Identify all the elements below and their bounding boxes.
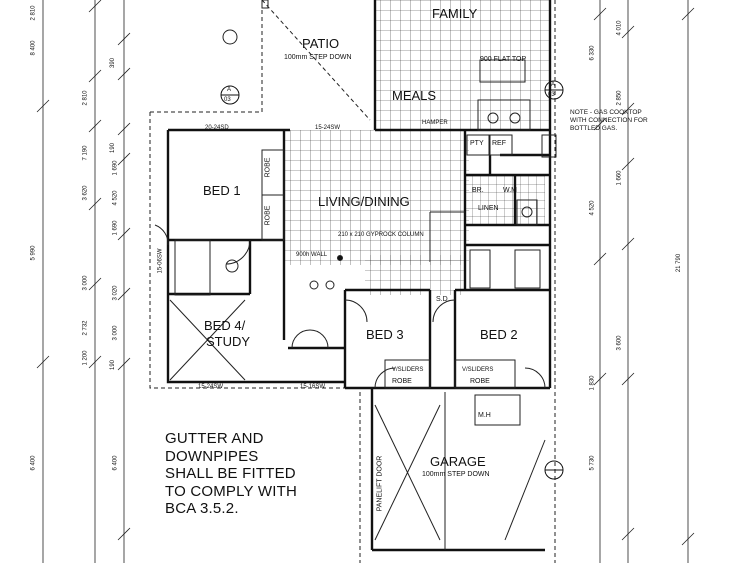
room-label-meals: MEALS [392,88,437,103]
dim-left-a-8: 1 200 [82,350,89,366]
vsliders-bed3-label: V/SLIDERS [392,367,424,373]
dim-left-b-8: 6 400 [112,455,119,471]
dim-left-b-2: 1 690 [112,160,119,176]
dim-right-a-1: 4 010 [616,20,623,36]
dim-right-a-5: 3 600 [616,335,623,351]
dim-left-b-1: 190 [110,142,117,154]
walls [166,0,552,552]
room-label-family: FAMILY [432,6,478,21]
compliance-note-line-5: BCA 3.5.2. [165,500,239,517]
dim-right-a-7: 5 730 [589,455,596,471]
robe-bed3-label: ROBE [392,378,412,385]
dim-right-a-4: 1 660 [616,170,623,186]
dim-right-b-0: 21 790 [676,253,683,273]
right-dimension-lines [593,0,695,563]
sliding-door-label: S.D [436,296,448,303]
cooktop-label: 900 FLAT TOP [480,56,527,63]
dim-left-a-0: 2 810 [30,5,37,21]
eave-dim-bed3: 15-16SW [300,384,326,390]
dim-left-b-3: 4 520 [112,190,119,206]
room-label-living-dining: LIVING/DINING [318,194,410,209]
gyprock-column-label: 210 x 210 GYPROCK COLUMN [338,232,424,238]
dim-right-a-3: 4 520 [589,200,596,216]
pantry-label: PTY [470,140,484,147]
dim-left-b-6: 3 000 [112,325,119,341]
interior-lines [154,0,557,550]
robe-bed1-b-label: ROBE [264,157,272,178]
dim-left-a-3: 7 190 [82,145,89,161]
washing-machine-label: W.M [503,187,517,194]
dim-left-b-7: 190 [110,359,117,371]
compliance-note-line-2: DOWNPIPES [165,447,259,465]
dim-right-a-6: 1 830 [589,375,596,391]
linen-label: LINEN [478,205,499,212]
section-mark-top-letter: A [227,87,232,93]
room-label-study: STUDY [206,334,251,349]
dim-left-b-0: 390 [110,57,117,69]
dim-left-a-4: 3 620 [82,185,89,201]
compliance-note-line-4: TO COMPLY WITH [165,482,297,500]
eave-dim-bed1: 20-24SD [205,125,229,131]
section-mark-right-letter: A [551,82,556,88]
dim-left-b-5: 3 020 [112,285,119,301]
panelift-door-label: PANELIFT DOOR [376,455,384,512]
section-mark-right-sheet: 03 [548,92,555,98]
eave-dim-living: 15-24SW [315,125,341,131]
compliance-note-line-1: GUTTER AND [165,430,264,447]
room-label-bed4: BED 4/ [204,318,246,333]
dim-left-a-7: 3 000 [82,275,89,291]
dim-left-b-4: 1 690 [112,220,119,236]
dim-right-a-0: 6 330 [589,45,596,61]
window-dim-bed1: 15-06SW [157,248,164,274]
room-label-patio: PATIO [302,36,340,51]
robe-bed2-label: ROBE [470,378,490,385]
section-mark-top-sheet: 03 [224,97,231,103]
compliance-note: GUTTER AND DOWNPIPES SHALL BE FITTED TO … [165,430,297,518]
meter-box-label: M.H [478,412,491,419]
dim-right-a-2: 2 850 [616,90,623,106]
room-label-garage: GARAGE [430,454,486,469]
dim-left-a-6: 2 732 [82,320,89,336]
tiled-floors [284,0,550,295]
room-label-bed1: BED 1 [203,183,241,198]
gas-cooktop-note: NOTE - GAS COOKTOP WITH CONNECTION FOR B… [570,109,648,132]
eave-outline [149,0,556,563]
garage-step-note: 100mm STEP DOWN [422,471,490,478]
room-label-bed3: BED 3 [366,327,404,342]
wall-height-label: 900h WALL [296,252,328,258]
robe-bed1-a-label: ROBE [264,205,272,226]
dim-left-a-9: 6 400 [30,455,37,471]
eave-dim-bed4: 15-24SW [198,384,224,390]
hamper-label: HAMPER [422,120,448,126]
dim-left-a-2: 2 810 [82,90,89,106]
patio-step-note: 100mm STEP DOWN [284,54,352,61]
section-markers [220,80,564,480]
fridge-label: REF [492,140,506,147]
compliance-note-line-3: SHALL BE FITTED [165,465,296,482]
room-label-bed2: BED 2 [480,327,518,342]
left-dimension-lines [36,0,131,563]
vsliders-bed2-label: V/SLIDERS [462,367,494,373]
bathroom-label: BR. [472,187,484,194]
dim-left-a-5: 5 990 [30,245,37,261]
dim-left-a-1: 8 400 [30,40,37,56]
